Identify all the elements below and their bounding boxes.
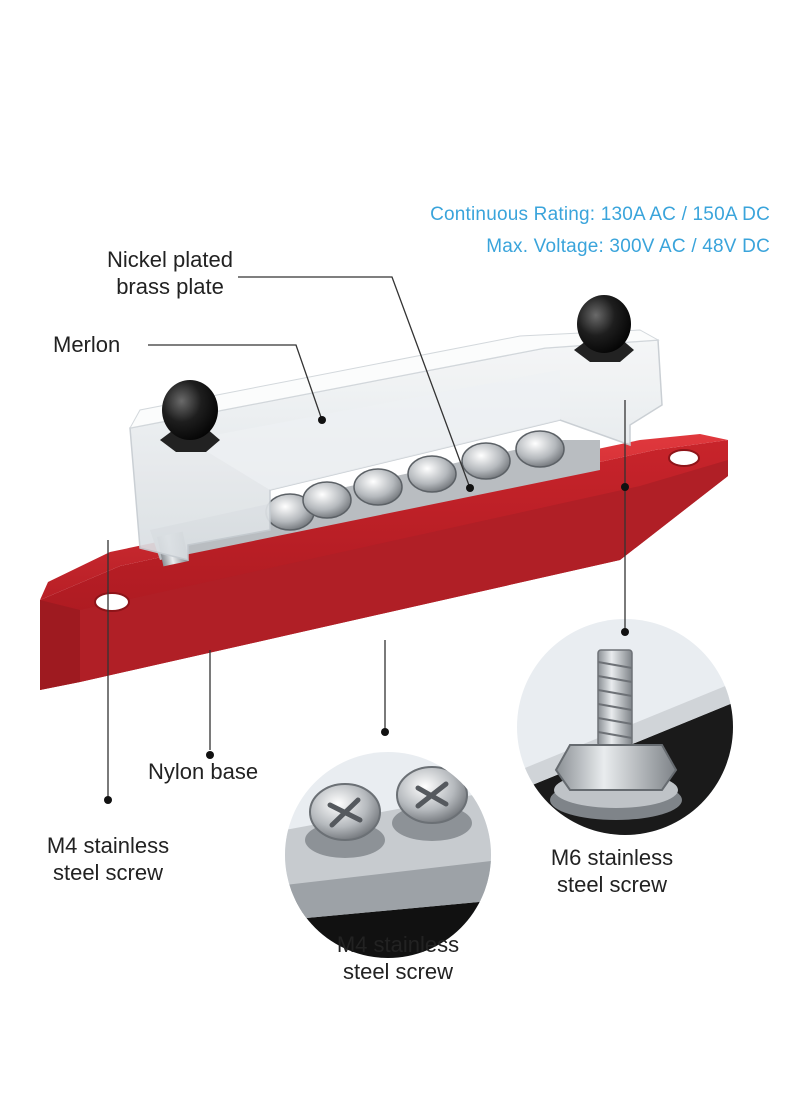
merlon-leader [148,344,323,421]
m4-left-line1: M4 stainless [46,833,170,858]
m4-screw-detail-circle [285,752,491,958]
m4-left-line2: steel screw [52,860,164,885]
m6-top-marker [621,483,629,491]
leader-lines [107,276,626,800]
nylon-base-marker [206,751,214,759]
m4-left-marker [104,796,112,804]
m6-label: M6 stainless steel screw [524,844,700,898]
nylon-base-label: Nylon base [148,759,259,784]
right-cap-nut [574,295,634,362]
m6-marker [621,628,629,636]
right-mounting-hole [668,449,700,467]
nickel-plate-leader [238,276,471,489]
m4-center-label: M4 stainless steel screw [310,931,486,985]
m6-line2: steel screw [556,872,668,897]
max-voltage-spec: Max. Voltage: 300V AC / 48V DC [486,236,770,257]
merlon-label: Merlon [53,332,121,357]
m6-screw-detail-circle [517,619,733,835]
nickel-plated-brass-label: Nickel plated brass plate [90,246,250,300]
m4-center-line2: steel screw [342,959,454,984]
left-cap-nut [160,380,220,452]
left-mounting-hole [94,592,130,612]
nickel-label-line2: brass plate [116,274,224,299]
nickel-label-line1: Nickel plated [107,247,233,272]
nickel-plate-marker [466,484,474,492]
m4-center-marker [381,728,389,736]
m6-line1: M6 stainless [550,845,674,870]
continuous-rating-spec: Continuous Rating: 130A AC / 150A DC [430,204,770,225]
m4-center-line1: M4 stainless [336,932,460,957]
m4-left-label: M4 stainless steel screw [20,832,196,886]
nylon-base [40,434,728,690]
merlon-marker [318,416,326,424]
